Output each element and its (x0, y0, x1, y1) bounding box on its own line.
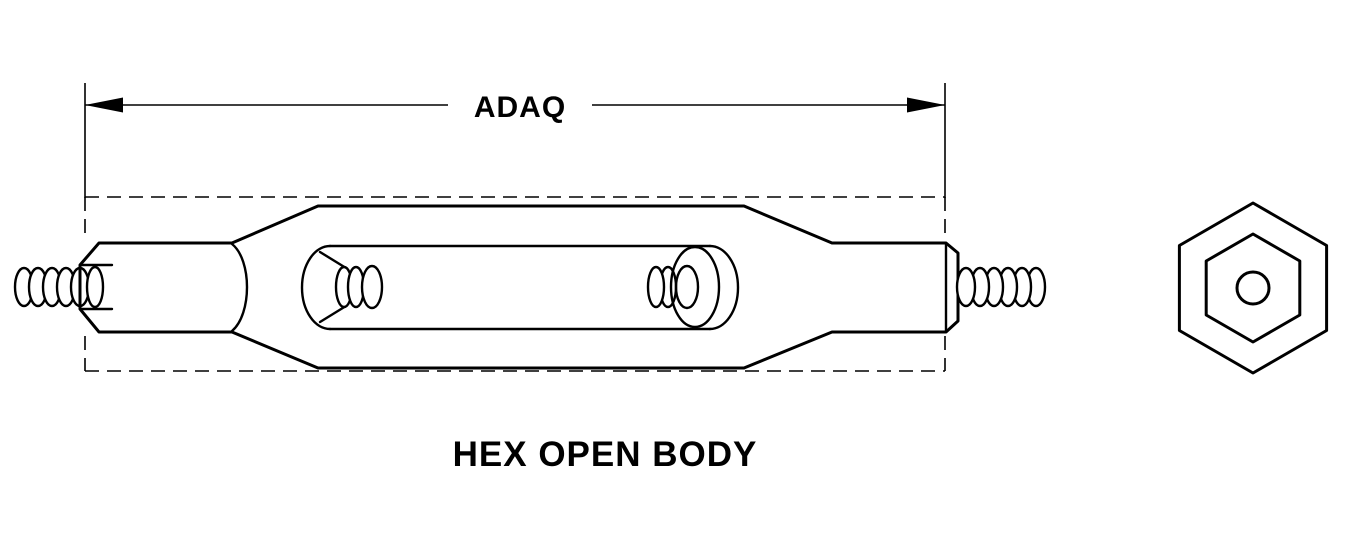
arrowhead-left-icon (85, 97, 123, 113)
right-stud (955, 266, 1047, 308)
taper-line (318, 250, 348, 270)
thread-hole-circle (1235, 270, 1271, 306)
neck-end-ellipse (669, 245, 721, 329)
caption: HEX OPEN BODY (453, 435, 758, 474)
dimension-label: ADAQ (474, 91, 566, 124)
neck-transition-curve (230, 242, 249, 333)
inner-hexagon (1204, 232, 1302, 344)
opening-right-arc (708, 244, 740, 331)
body-outline (78, 204, 960, 370)
outer-hexagon (1177, 201, 1329, 375)
stud-tip-icon (360, 264, 384, 310)
hidden-outline-dashed (84, 196, 946, 372)
left-stud (13, 265, 105, 309)
arrowhead-right-icon (907, 97, 945, 113)
taper-line (318, 304, 348, 324)
turnbuckle-side-view (78, 204, 960, 370)
thread-icon (955, 266, 977, 308)
body-opening (300, 244, 740, 331)
thread-icon (646, 265, 666, 309)
dimension-assembly: ADAQ (84, 83, 946, 198)
left-stud-inner-end (318, 250, 384, 324)
right-stud-inner-end (646, 245, 721, 329)
opening-left-arc (300, 244, 332, 331)
stud-tip-icon (674, 264, 700, 310)
stud-entry-icon (85, 265, 105, 309)
hex-end-view (1177, 201, 1329, 375)
